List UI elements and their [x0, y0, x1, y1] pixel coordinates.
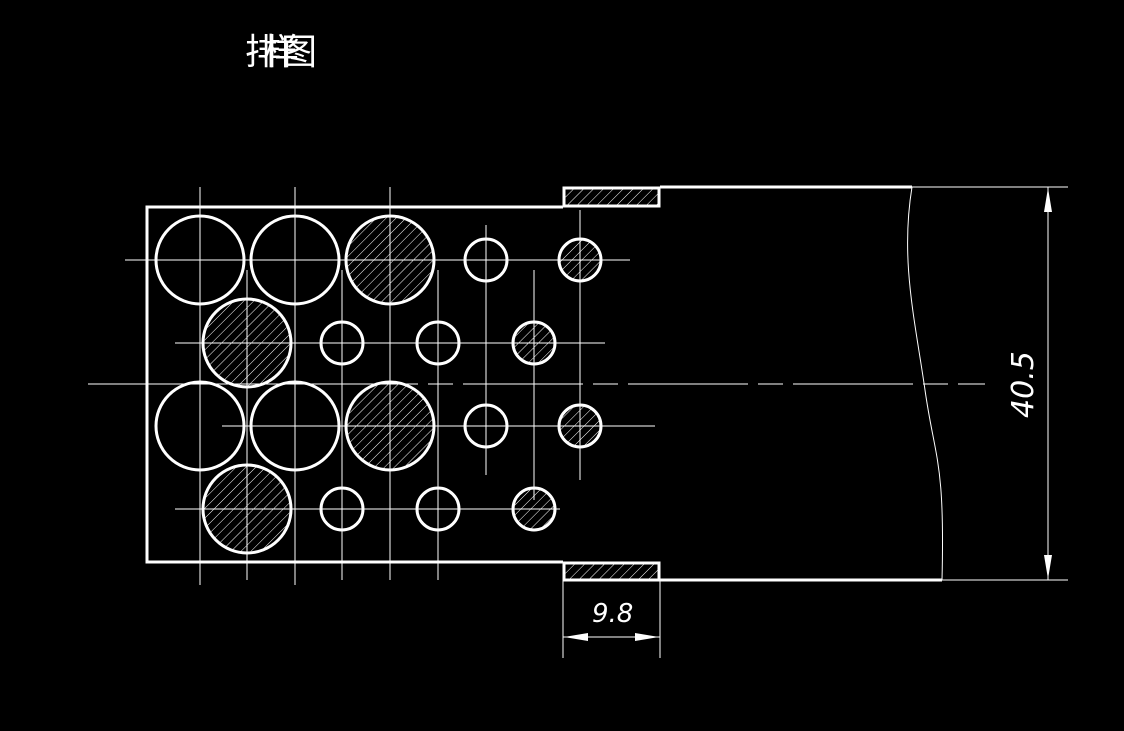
blank-circle	[415, 486, 461, 532]
hatched-blank-circle	[344, 380, 436, 472]
blank-circle	[415, 320, 461, 366]
hatched-blank-circle	[511, 486, 557, 532]
blank-circle	[319, 320, 365, 366]
hatched-web-bottom	[562, 561, 661, 582]
blank-circle	[154, 380, 246, 472]
hatched-web-top	[562, 186, 661, 208]
hatched-blank-circle	[201, 463, 293, 555]
blank-circle	[463, 237, 509, 283]
dimension-height: 40.5	[912, 186, 1068, 581]
dimension-step: 9.8	[562, 580, 661, 658]
strip-outline	[145, 205, 563, 564]
dimension-height-label: 40.5	[1006, 351, 1041, 418]
blank-circle	[463, 403, 509, 449]
blank-circle	[249, 214, 341, 306]
break-line	[907, 186, 944, 581]
dimension-step-label: 9.8	[592, 599, 633, 629]
hatched-blank-circle	[557, 403, 603, 449]
drawing-title: 排样图	[245, 32, 317, 73]
hatched-blank-circle	[201, 297, 293, 389]
hatched-blank-circle	[511, 320, 557, 366]
hatched-blank-circle	[344, 214, 436, 306]
blank-circle	[154, 214, 246, 306]
blank-circle	[249, 380, 341, 472]
hatched-blank-circle	[557, 237, 603, 283]
blank-circle	[319, 486, 365, 532]
blanks	[154, 214, 603, 555]
